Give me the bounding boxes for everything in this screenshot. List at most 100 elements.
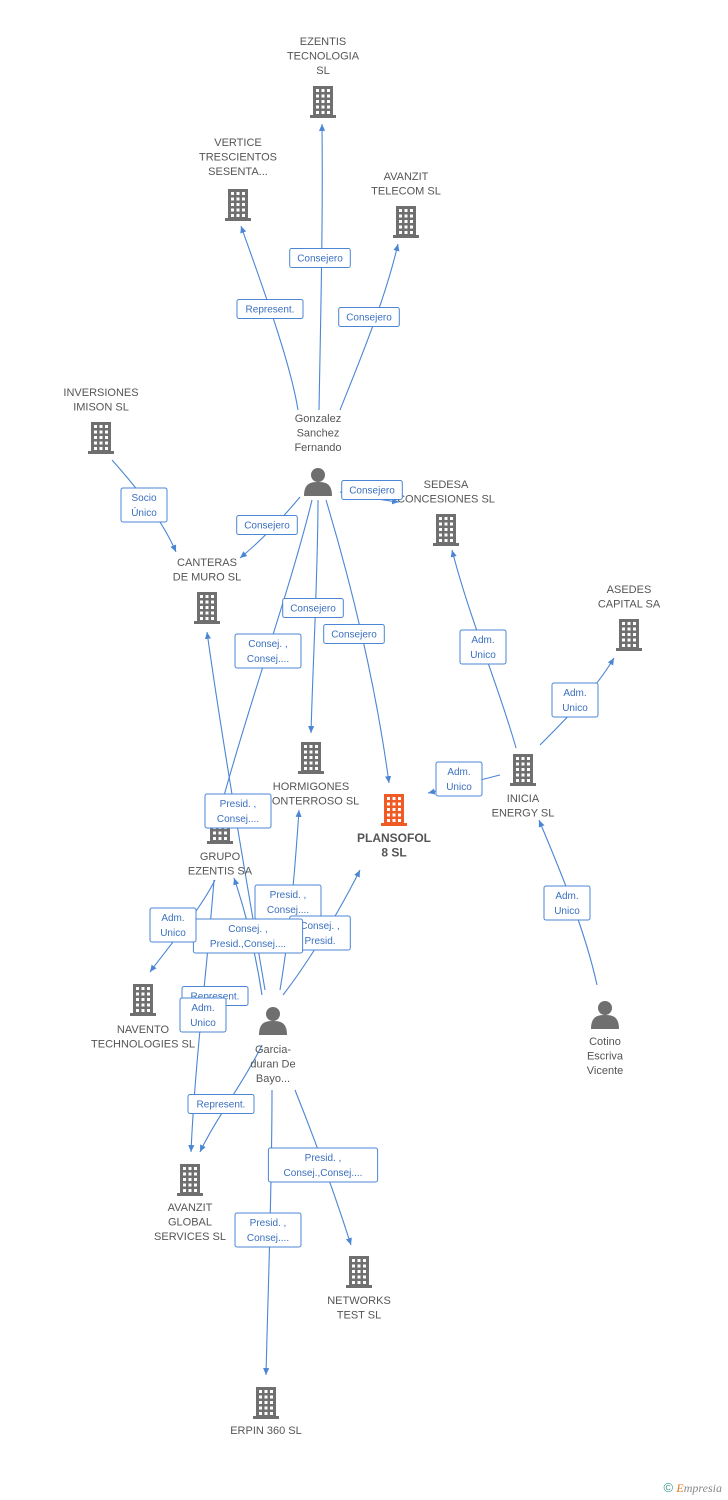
edge-label-cotino-to-inicia[interactable]: Adm.Unico bbox=[543, 885, 591, 921]
node-canteras[interactable]: CANTERAS DE MURO SL bbox=[173, 557, 241, 624]
node-label: PLANSOFOL bbox=[357, 831, 431, 845]
building-icon bbox=[130, 984, 156, 1016]
edge-label-text: Único bbox=[131, 506, 157, 519]
edge-label-text: Consejero bbox=[297, 254, 343, 265]
node-asedes[interactable]: ASEDES CAPITAL SA bbox=[598, 584, 661, 651]
node-label: EZENTIS SA bbox=[188, 866, 253, 878]
edge-label-gonzalez-to-ezentis_tec[interactable]: Consejero bbox=[289, 248, 351, 268]
edge-label-text: Consejero bbox=[290, 604, 336, 615]
edge-label-garcia-to-erpin[interactable]: Presid. , Consej.... bbox=[234, 1212, 302, 1248]
edge-label-inicia-to-plansofol[interactable]: Adm. Unico bbox=[435, 761, 483, 797]
node-label: INICIA bbox=[507, 793, 540, 805]
edge-gonzalez-to-avanzit_tel bbox=[339, 243, 400, 411]
edge-label-text: Adm. bbox=[191, 1003, 214, 1014]
node-label: Garcia- bbox=[255, 1044, 291, 1056]
node-ezentis_tec[interactable]: EZENTIS TECNOLOGIA SL bbox=[287, 36, 360, 118]
edge-label-garcia-to-canteras[interactable]: Presid. ,Consej.... bbox=[204, 793, 272, 829]
edge-label-garcia-to-grupo[interactable]: Consej. , Presid.,Consej.... bbox=[192, 918, 304, 954]
edge-label-gonzalez-to-hormigones[interactable]: Consejero bbox=[282, 598, 344, 618]
node-label: Escriva bbox=[587, 1051, 624, 1063]
edge-label-text: Socio bbox=[131, 493, 156, 504]
edge-label-text: Adm. bbox=[471, 635, 494, 646]
node-label: CANTERAS bbox=[177, 557, 237, 569]
edge-gonzalez-to-vertice bbox=[240, 225, 299, 411]
node-label: duran De bbox=[250, 1059, 295, 1071]
node-label: DE MURO SL bbox=[173, 572, 241, 584]
node-garcia[interactable]: Garcia-duran De Bayo... bbox=[250, 1007, 296, 1085]
node-label: EZENTIS bbox=[300, 36, 346, 48]
node-label: ERPIN 360 SL bbox=[230, 1425, 302, 1437]
building-icon bbox=[381, 794, 407, 826]
node-label: 8 SL bbox=[381, 846, 406, 860]
edge-label-inicia-to-sedesa[interactable]: Adm.Unico bbox=[459, 629, 507, 665]
edge-label-gonzalez-to-vertice[interactable]: Represent. bbox=[236, 299, 304, 319]
edge-label-text: Adm. bbox=[563, 688, 586, 699]
node-label: CONCESIONES SL bbox=[397, 494, 495, 506]
edge-label-text: Unico bbox=[190, 1018, 216, 1029]
building-icon bbox=[177, 1164, 203, 1196]
edge-label-text: Presid. , bbox=[270, 890, 307, 901]
node-erpin[interactable]: ERPIN 360 SL bbox=[230, 1387, 302, 1437]
building-icon bbox=[510, 754, 536, 786]
edge-label-text: Presid. , bbox=[220, 799, 257, 810]
node-label: Sanchez bbox=[297, 428, 340, 440]
node-label: Gonzalez bbox=[295, 413, 341, 425]
node-label: MONTERROSO SL bbox=[263, 796, 360, 808]
node-label: TECNOLOGIA bbox=[287, 51, 360, 63]
node-label: Bayo... bbox=[256, 1073, 290, 1085]
node-label: ASEDES bbox=[607, 584, 652, 596]
edge-label-gonzalez-to-canteras[interactable]: Consejero bbox=[236, 515, 298, 535]
edge-label-text: Adm. bbox=[447, 767, 470, 778]
edge-label-text: Consejero bbox=[349, 486, 395, 497]
edge-label-garcia-to-networks[interactable]: Presid. ,Consej.,Consej.... bbox=[267, 1147, 379, 1183]
edge-label-text: Presid.,Consej.... bbox=[210, 939, 286, 950]
node-label: TECHNOLOGIES SL bbox=[91, 1039, 195, 1051]
edge-label-grupo-to-avanzit_glob[interactable]: Adm. Unico bbox=[179, 997, 227, 1033]
edge-label-gonzalez-to-plansofol[interactable]: Consejero bbox=[323, 624, 385, 644]
edge-label-text: Presid. , bbox=[250, 1218, 287, 1229]
node-label: CAPITAL SA bbox=[598, 599, 661, 611]
edge-label-text: Unico bbox=[160, 928, 186, 939]
edge-label-text: Unico bbox=[554, 906, 580, 917]
node-vertice[interactable]: VERTICETRESCIENTOSSESENTA... bbox=[199, 137, 277, 221]
edge-label-garcia-to-avanzit_glob[interactable]: Represent. bbox=[187, 1094, 255, 1114]
brand-initial: E bbox=[676, 1481, 684, 1495]
building-icon bbox=[298, 742, 324, 774]
edge-label-garcia-to-hormigones[interactable]: Presid. ,Consej.... bbox=[254, 884, 322, 920]
node-label: SL bbox=[316, 65, 329, 77]
edge-label-grupo-to-navento[interactable]: Adm.Unico bbox=[149, 907, 197, 943]
building-icon bbox=[88, 422, 114, 454]
edge-label-text: Represent. bbox=[246, 305, 295, 316]
edge-label-text: Consej. , bbox=[228, 924, 267, 935]
building-icon bbox=[433, 514, 459, 546]
edge-label-gonzalez-to-sedesa[interactable]: Consejero bbox=[341, 480, 403, 500]
building-icon bbox=[393, 206, 419, 238]
node-label: Cotino bbox=[589, 1036, 621, 1048]
person-icon bbox=[304, 468, 332, 496]
node-label: NETWORKS bbox=[327, 1295, 391, 1307]
edge-label-gonzalez-to-avanzit_tel[interactable]: Consejero bbox=[338, 307, 400, 327]
node-label: TRESCIENTOS bbox=[199, 152, 277, 164]
edge-label-garcia-to-plansofol[interactable]: Consej. ,Presid. bbox=[289, 915, 351, 951]
building-icon bbox=[225, 189, 251, 221]
building-icon bbox=[346, 1256, 372, 1288]
node-label: Fernando bbox=[294, 442, 341, 454]
edge-label-inicia-to-asedes[interactable]: Adm.Unico bbox=[551, 682, 599, 718]
edge-label-text: Consej.... bbox=[247, 1233, 289, 1244]
building-icon bbox=[616, 619, 642, 651]
edge-label-gonzalez-to-grupo[interactable]: Consej. ,Consej.... bbox=[234, 633, 302, 669]
edge-label-text: Unico bbox=[446, 782, 472, 793]
